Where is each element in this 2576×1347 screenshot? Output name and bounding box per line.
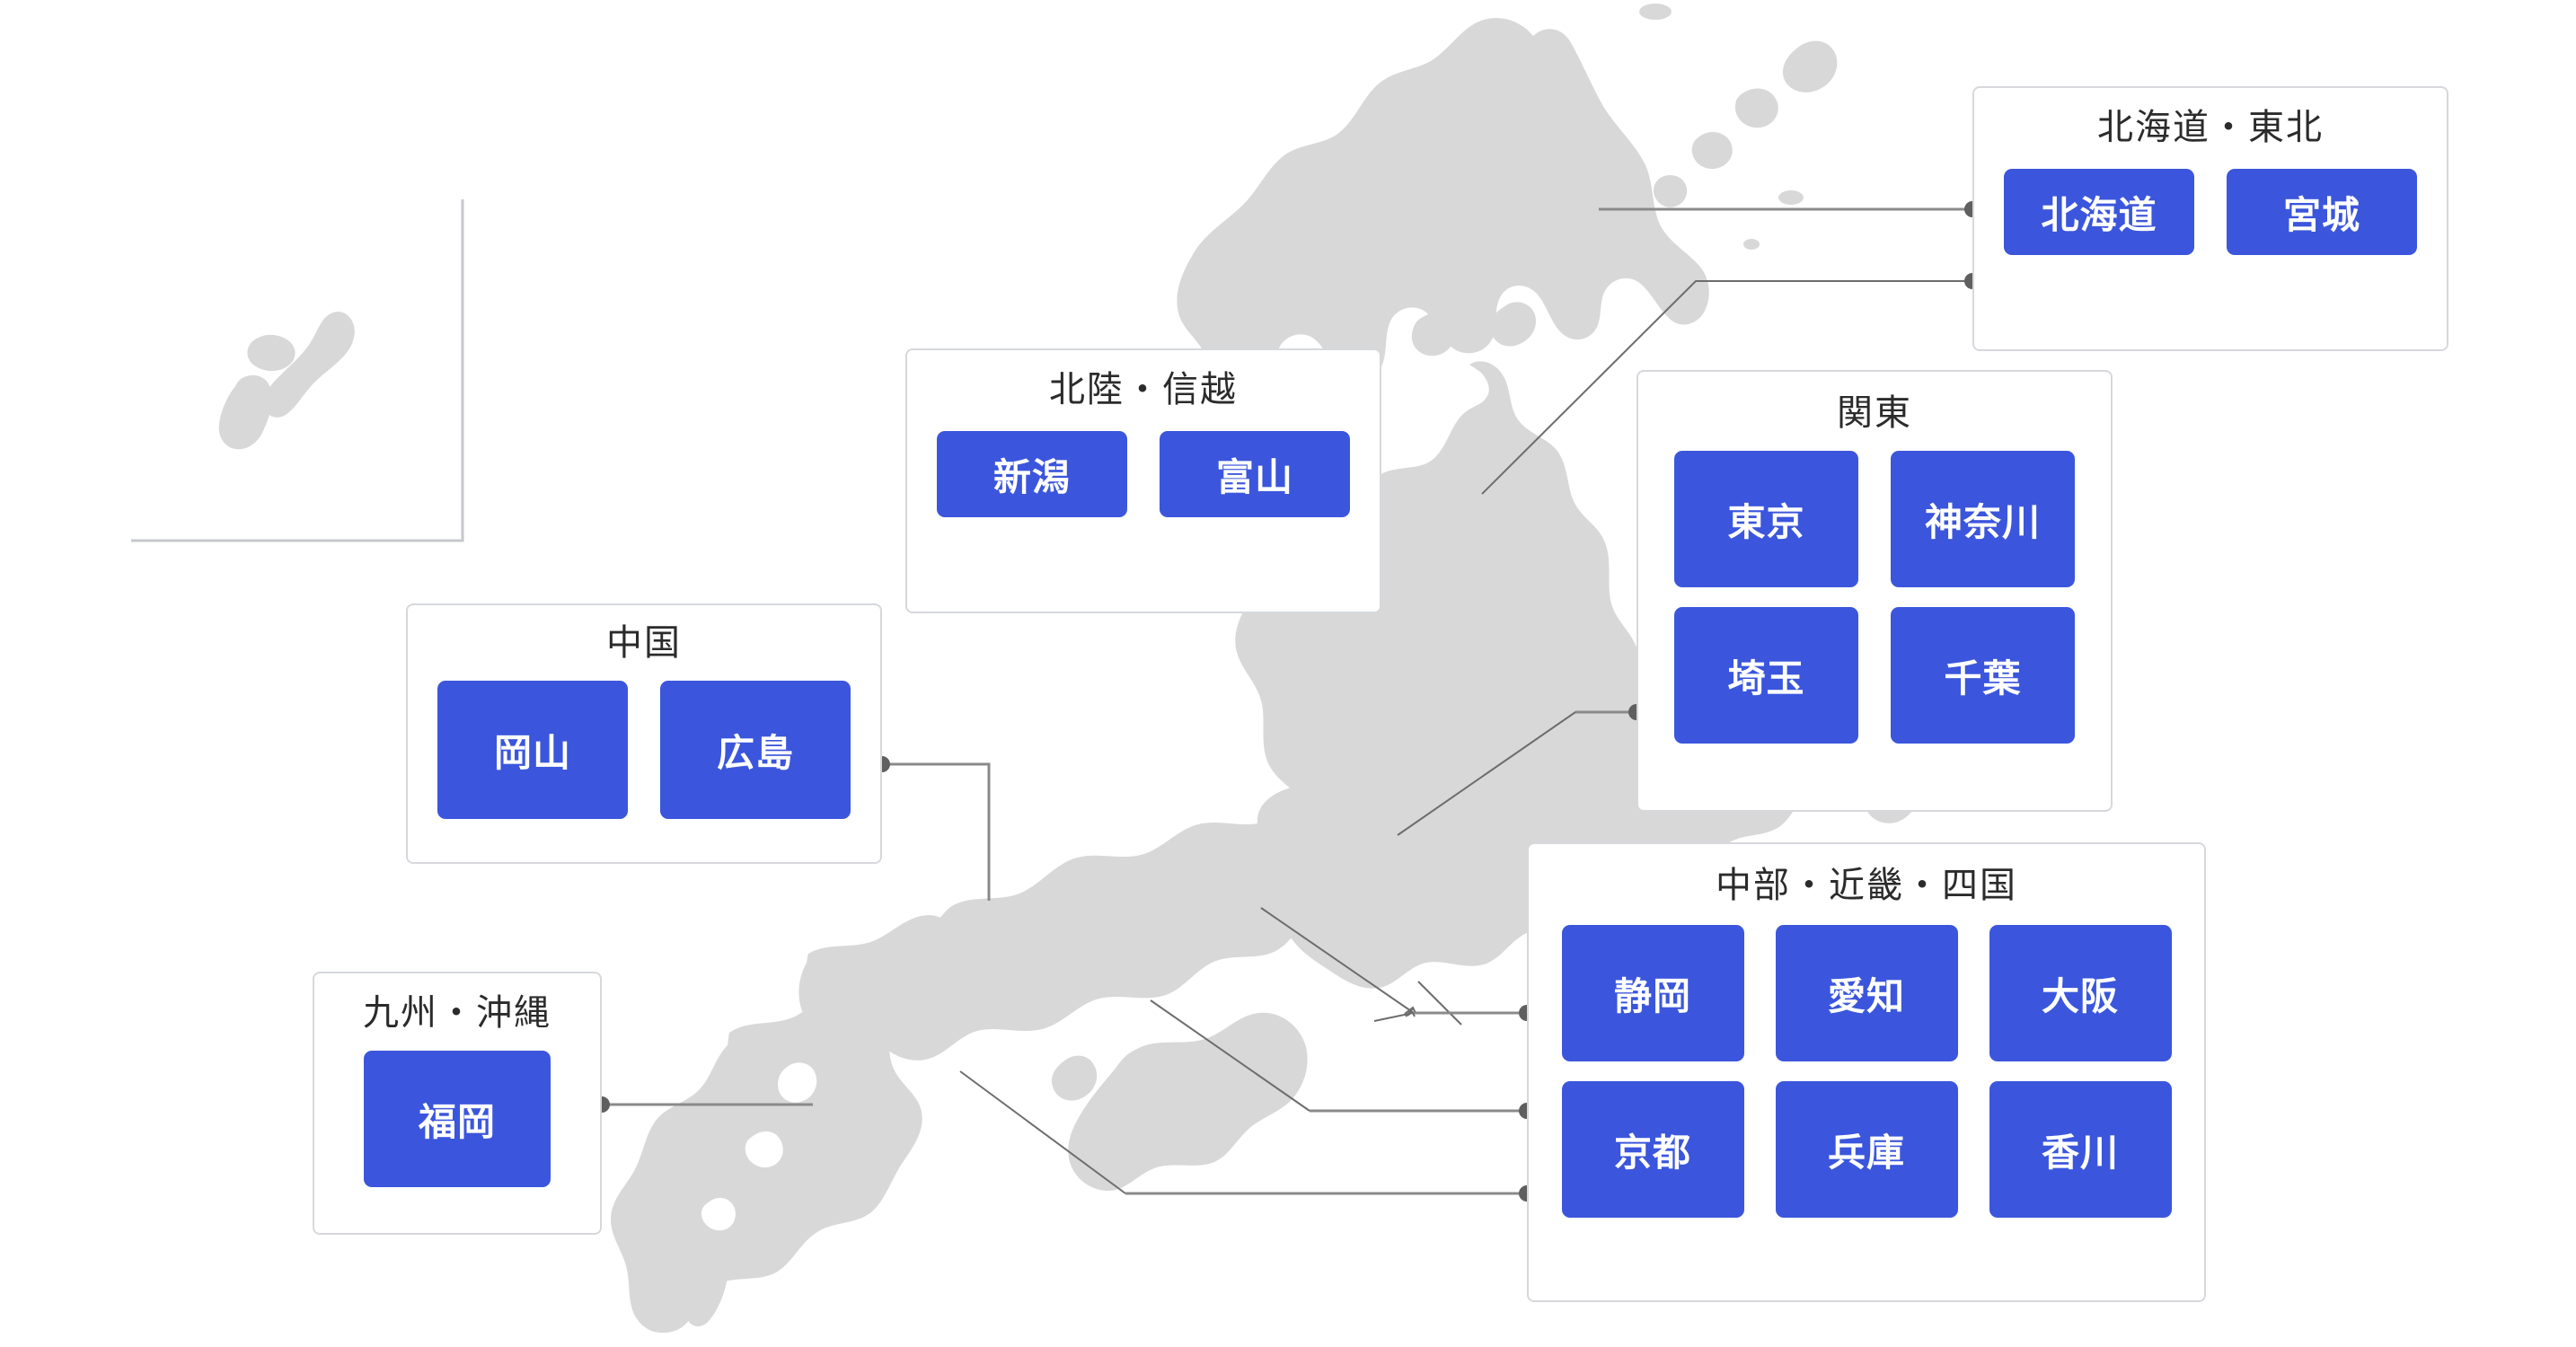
connector-chubu-line3 — [959, 1070, 1126, 1194]
connector-chubu-line1 — [1260, 907, 1415, 1014]
prefecture-button-kanagawa[interactable]: 神奈川 — [1891, 451, 2075, 587]
prefecture-grid: 岡山 広島 — [437, 681, 851, 819]
connector-chubu-top — [1417, 981, 1462, 1026]
prefecture-button-tokyo[interactable]: 東京 — [1674, 451, 1858, 587]
sado-island — [1310, 679, 1350, 716]
prefecture-grid: 北海道 宮城 — [2004, 169, 2417, 255]
connector-chugoku — [882, 762, 991, 901]
prefecture-button-okayama[interactable]: 岡山 — [437, 681, 628, 819]
northern-islet-5 — [1609, 219, 1642, 249]
prefecture-button-osaka[interactable]: 大阪 — [1989, 925, 2172, 1061]
prefecture-button-hokkaido[interactable]: 北海道 — [2004, 169, 2194, 255]
connector-chubu-1 — [1404, 1006, 1416, 1015]
okinawa-islet-small — [268, 393, 289, 415]
northern-islet-2 — [1735, 88, 1778, 128]
connector-tohoku — [1481, 280, 1972, 495]
region-panel-chubu-kinki-shikoku[interactable]: 中部・近畿・四国 静岡 愛知 大阪 京都 兵庫 香川 — [1527, 842, 2206, 1302]
okinawa-island-main — [263, 312, 355, 418]
prefecture-button-hyogo[interactable]: 兵庫 — [1775, 1081, 1958, 1218]
shimokita-peninsula — [1489, 302, 1537, 347]
region-title: 北海道・東北 — [2097, 108, 2324, 147]
prefecture-button-niigata[interactable]: 新潟 — [937, 431, 1127, 517]
kinki-chugoku-shape — [867, 793, 1365, 1061]
tanegashima-shape — [686, 1256, 728, 1326]
small-islet-c — [1743, 239, 1760, 250]
region-title: 中国 — [606, 623, 682, 663]
shikoku-shape — [1068, 1012, 1308, 1191]
prefecture-grid: 東京 神奈川 埼玉 千葉 — [1674, 451, 2075, 744]
prefecture-button-shizuoka[interactable]: 静岡 — [1561, 925, 1744, 1061]
prefecture-button-aichi[interactable]: 愛知 — [1775, 925, 1958, 1061]
connector-chubu-upper — [1407, 1011, 1413, 1017]
prefecture-button-miyagi[interactable]: 宮城 — [2227, 169, 2417, 255]
region-panel-chugoku[interactable]: 中国 岡山 広島 — [406, 603, 882, 864]
prefecture-grid: 福岡 — [364, 1051, 551, 1187]
prefecture-grid: 静岡 愛知 大阪 京都 兵庫 香川 — [1561, 925, 2172, 1218]
prefecture-button-fukuoka[interactable]: 福岡 — [364, 1051, 551, 1187]
region-title: 関東 — [1837, 393, 1912, 433]
prefecture-button-kyoto[interactable]: 京都 — [1561, 1081, 1744, 1218]
tsugaru-peninsula — [1411, 313, 1456, 357]
northern-islets — [1782, 40, 1838, 92]
region-title: 中部・近畿・四国 — [1716, 866, 2017, 905]
northern-islet-4 — [1653, 175, 1688, 207]
noto-peninsula — [1390, 753, 1445, 812]
hokkaido-shape — [1177, 18, 1709, 408]
region-panel-kanto[interactable]: 関東 東京 神奈川 埼玉 千葉 — [1636, 370, 2113, 812]
region-title: 北陸・信越 — [1049, 370, 1238, 409]
small-islet-a — [1639, 4, 1672, 20]
prefecture-grid: 新潟 富山 — [937, 431, 1350, 517]
prefecture-button-saitama[interactable]: 埼玉 — [1674, 607, 1858, 744]
region-panel-hokkaido-tohoku[interactable]: 北海道・東北 北海道 宮城 — [1972, 86, 2448, 351]
kyushu-bay-notch-b — [745, 1131, 783, 1167]
connector-shizuoka — [1405, 1008, 1414, 1017]
prefecture-button-hiroshima[interactable]: 広島 — [660, 681, 851, 819]
region-panel-kyushu-okinawa[interactable]: 九州・沖縄 福岡 — [313, 972, 602, 1235]
yakushima-shape — [638, 1293, 684, 1333]
region-title: 九州・沖縄 — [363, 993, 551, 1033]
prefecture-button-kagawa[interactable]: 香川 — [1989, 1081, 2172, 1218]
okinawa-island-north — [247, 334, 296, 372]
northern-islet-3 — [1691, 132, 1733, 169]
okinawa-island-south — [218, 374, 272, 450]
okinawa-inset-bracket — [131, 199, 464, 542]
kyushu-bay-notch-c — [701, 1197, 736, 1231]
prefecture-button-chiba[interactable]: 千葉 — [1891, 607, 2075, 744]
shikoku-west-tip — [1051, 1055, 1098, 1101]
small-islet-b — [1778, 190, 1804, 205]
connector-chubu-line2 — [1150, 999, 1310, 1112]
kyushu-bay-notch-a — [778, 1062, 817, 1103]
region-panel-hokuriku-shinetsu[interactable]: 北陸・信越 新潟 富山 — [905, 348, 1381, 613]
prefecture-button-toyama[interactable]: 富山 — [1160, 431, 1350, 517]
